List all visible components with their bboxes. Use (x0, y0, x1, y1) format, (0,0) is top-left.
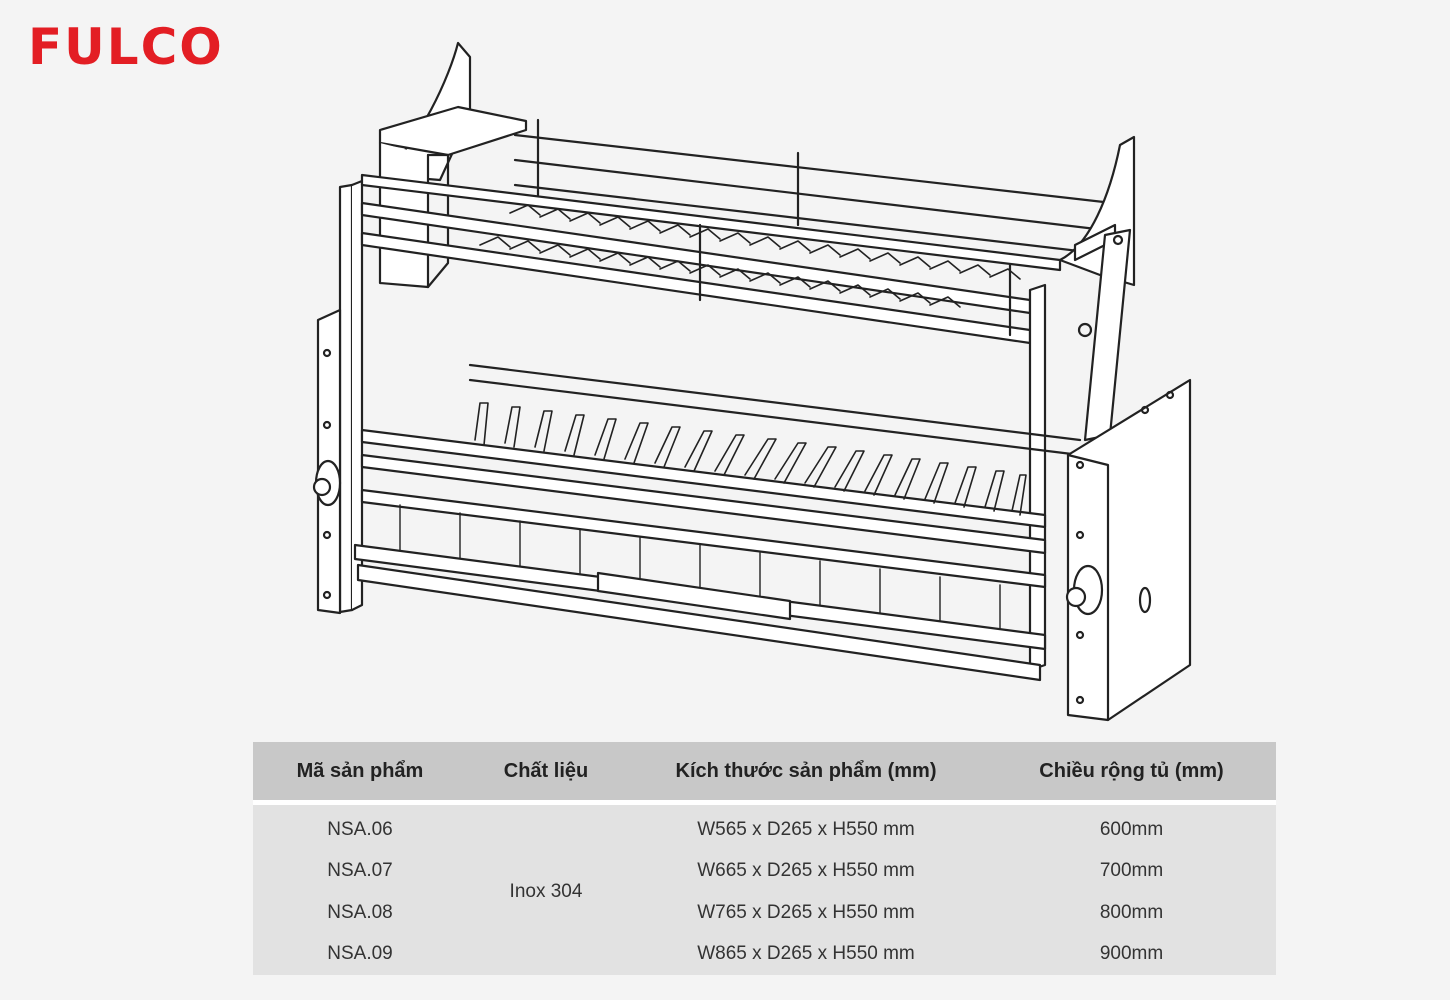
header-cabinet-width: Chiều rộng tủ (mm) (1039, 759, 1224, 782)
product-size-cell: W865 x D265 x H550 mm (697, 943, 915, 965)
column-product-code: NSA.06 NSA.07 NSA.08 NSA.09 (253, 809, 467, 975)
cabinet-width-cell: 900mm (1099, 943, 1164, 965)
column-material: Inox 304 (467, 809, 625, 975)
header-divider (253, 800, 1276, 805)
spec-table: Mã sản phẩm Chất liệu Kích thước sản phẩ… (253, 742, 1276, 975)
cabinet-width-cell: 800mm (1099, 901, 1164, 923)
header-product-size: Kích thước sản phẩm (mm) (675, 759, 937, 782)
product-code-cell: NSA.08 (327, 901, 393, 923)
product-size-cell: W565 x D265 x H550 mm (697, 818, 915, 840)
table-header-row: Mã sản phẩm Chất liệu Kích thước sản phẩ… (253, 742, 1276, 800)
product-code-cell: NSA.06 (327, 818, 393, 840)
column-cabinet-width: 600mm 700mm 800mm 900mm (987, 809, 1276, 975)
cabinet-width-cell: 600mm (1099, 818, 1164, 840)
pull-down-dish-rack-icon (312, 41, 1192, 722)
product-size-cell: W765 x D265 x H550 mm (697, 901, 915, 923)
table-body: NSA.06 NSA.07 NSA.08 NSA.09 Inox 304 W56… (253, 805, 1276, 975)
product-code-cell: NSA.07 (327, 860, 393, 882)
header-product-code: Mã sản phẩm (296, 759, 424, 782)
product-code-cell: NSA.09 (327, 943, 393, 965)
material-cell: Inox 304 (509, 881, 583, 902)
product-size-cell: W665 x D265 x H550 mm (697, 860, 915, 882)
column-product-size: W565 x D265 x H550 mm W665 x D265 x H550… (625, 809, 987, 975)
cabinet-width-cell: 700mm (1099, 860, 1164, 882)
header-material: Chất liệu (503, 759, 589, 782)
brand-logo: FULCO (28, 18, 224, 76)
